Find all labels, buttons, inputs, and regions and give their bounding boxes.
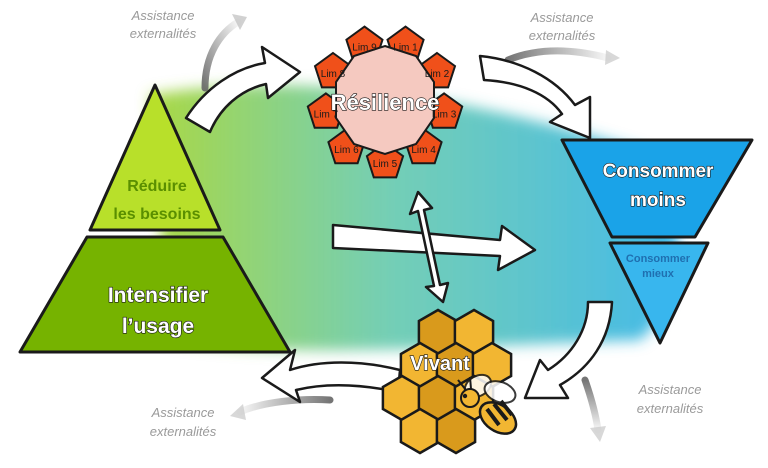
assistance-bottom-right-line2: externalités: [637, 401, 704, 416]
cross-arrow-up-down: [408, 190, 450, 304]
bee-icon: [457, 373, 518, 435]
consommer-mieux-line1: Consommer: [626, 253, 691, 265]
lim-label-9: Lim 9: [352, 43, 377, 54]
consommer-moins-line1: Consommer: [603, 161, 714, 182]
assistance-arrow-bottom-right: [581, 376, 606, 442]
intensifier-label-line2: l’usage: [122, 315, 194, 338]
assistance-arrow-top-left: [201, 14, 247, 92]
assistance-arrow-top-right: [504, 47, 620, 65]
cycle-arrow-vivant-to-pyramid: [260, 348, 402, 404]
resilience-core: [335, 44, 435, 156]
lim-label-1: Lim 1: [393, 43, 418, 54]
reduire-label-line2: les besoins: [113, 206, 200, 223]
assistance-top-right-line1: Assistance: [530, 10, 594, 25]
inverted-pyramid: [560, 138, 754, 345]
lim-label-4: Lim 4: [411, 145, 436, 156]
lim-label-2: Lim 2: [425, 69, 450, 80]
lim-label-5: Lim 5: [373, 159, 398, 170]
lim-label-7: Lim 7: [314, 109, 339, 120]
assistance-top-right-line2: externalités: [529, 28, 596, 43]
consommer-mieux-line2: mieux: [642, 268, 675, 280]
assistance-bottom-right-line1: Assistance: [638, 382, 702, 397]
consommer-mieux-block: [608, 241, 710, 345]
consommer-moins-line2: moins: [630, 190, 686, 211]
assistance-top-left-line2: externalités: [130, 26, 197, 41]
cycle-arrow-resilience-to-consommer: [478, 54, 592, 140]
background-gradient-band: [150, 85, 678, 351]
cycle-arrow-consommer-to-vivant: [523, 300, 614, 400]
pyramid: [18, 83, 292, 354]
resilience-flower: Lim 1 Lim 2 Lim 3 Lim 4 Lim 5 Lim 6 Lim 7 Lim 8…: [306, 25, 464, 179]
assistance-arrow-bottom-left: [230, 396, 334, 420]
assistance-bottom-left-line1: Assistance: [151, 405, 215, 420]
assistance-bottom-left-line2: externalités: [150, 424, 217, 439]
lim-label-3: Lim 3: [432, 109, 457, 120]
consommer-moins-block: [560, 138, 754, 239]
reduire-label-line1: Réduire: [127, 178, 187, 195]
honeycomb-cell-9: [399, 407, 441, 455]
cross-arrow-left-to-right: [331, 223, 537, 272]
honeycomb-cell-10: [435, 407, 477, 455]
intensifier-label-line1: Intensifier: [108, 284, 208, 307]
pyramid-top-reduire: [88, 83, 222, 232]
lim-label-8: Lim 8: [321, 69, 346, 80]
vivant-label: Vivant: [410, 353, 470, 375]
cycle-arrow-pyramid-to-resilience: [184, 45, 302, 134]
resilience-label: Résilience: [331, 90, 440, 115]
lim-label-6: Lim 6: [334, 145, 359, 156]
assistance-top-left-line1: Assistance: [131, 8, 195, 23]
pyramid-bottom-intensifier: [18, 235, 292, 354]
